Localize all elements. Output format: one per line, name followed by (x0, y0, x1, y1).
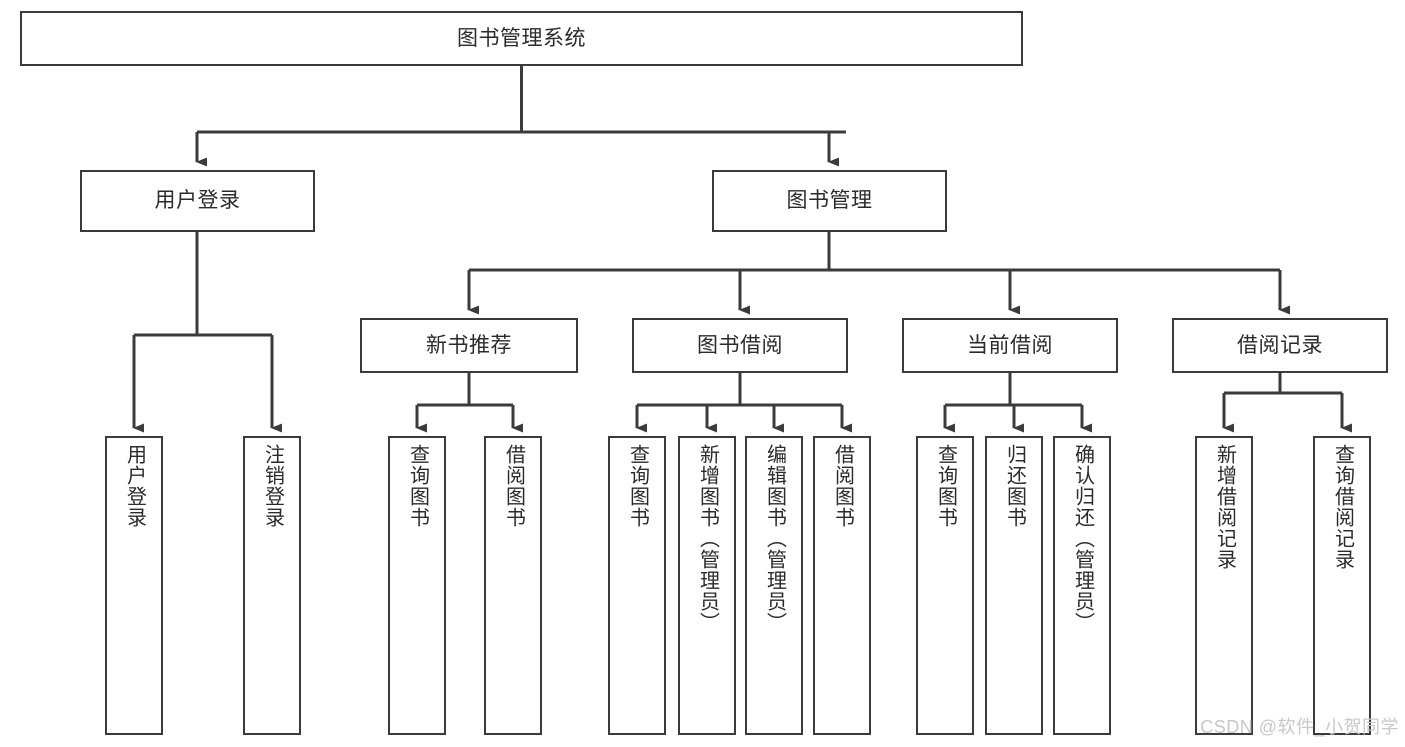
leaf-book-borrow-edit-book-admin[interactable]: 编辑图书（管理员） (745, 436, 803, 735)
leaf-book-borrow-borrow-book[interactable]: 借阅图书 (813, 436, 871, 735)
node-label: 借阅记录 (1237, 333, 1323, 357)
leaf-user-login-user-login[interactable]: 用户登录 (105, 436, 163, 735)
node-label: 编辑图书（管理员） (763, 444, 786, 633)
leaf-new-book-borrow-book[interactable]: 借阅图书 (484, 436, 542, 735)
leaf-book-borrow-query-book[interactable]: 查询图书 (608, 436, 666, 735)
leaf-user-login-logout[interactable]: 注销登录 (243, 436, 301, 735)
leaf-current-borrow-confirm-return-admin[interactable]: 确认归还（管理员） (1053, 436, 1111, 735)
node-label: 注销登录 (261, 444, 284, 528)
node-user-login[interactable]: 用户登录 (80, 170, 315, 232)
node-label: 借阅图书 (831, 444, 854, 528)
node-label: 查询图书 (626, 444, 649, 528)
node-label: 新增借阅记录 (1213, 444, 1236, 570)
leaf-current-borrow-return-book[interactable]: 归还图书 (985, 436, 1043, 735)
node-label: 图书借阅 (697, 333, 783, 357)
node-label: 确认归还（管理员） (1071, 444, 1094, 633)
node-label: 用户登录 (123, 444, 146, 528)
node-label: 借阅图书 (502, 444, 525, 528)
leaf-borrow-record-add-record[interactable]: 新增借阅记录 (1195, 436, 1253, 735)
node-label: 新增图书（管理员） (696, 444, 719, 633)
node-label: 查询图书 (406, 444, 429, 528)
node-label: 查询图书 (934, 444, 957, 528)
node-label: 图书管理 (786, 189, 873, 213)
leaf-new-book-query-book[interactable]: 查询图书 (388, 436, 446, 735)
leaf-borrow-record-query-record[interactable]: 查询借阅记录 (1313, 436, 1371, 735)
node-label: 当前借阅 (967, 333, 1053, 357)
node-borrow-record[interactable]: 借阅记录 (1172, 318, 1388, 373)
node-label: 归还图书 (1003, 444, 1026, 528)
node-new-book-recommend[interactable]: 新书推荐 (360, 318, 578, 373)
node-label: 新书推荐 (426, 333, 512, 357)
node-current-borrow[interactable]: 当前借阅 (902, 318, 1118, 373)
node-root-book-management-system[interactable]: 图书管理系统 (20, 11, 1023, 66)
leaf-book-borrow-add-book-admin[interactable]: 新增图书（管理员） (678, 436, 736, 735)
node-label: 图书管理系统 (457, 26, 586, 50)
node-label: 用户登录 (154, 189, 241, 213)
node-book-management[interactable]: 图书管理 (712, 170, 947, 232)
csdn-watermark: CSDN @软件_小贺同学 (1200, 717, 1399, 737)
node-book-borrow[interactable]: 图书借阅 (632, 318, 848, 373)
node-label: 查询借阅记录 (1331, 444, 1354, 570)
leaf-current-borrow-query-book[interactable]: 查询图书 (916, 436, 974, 735)
